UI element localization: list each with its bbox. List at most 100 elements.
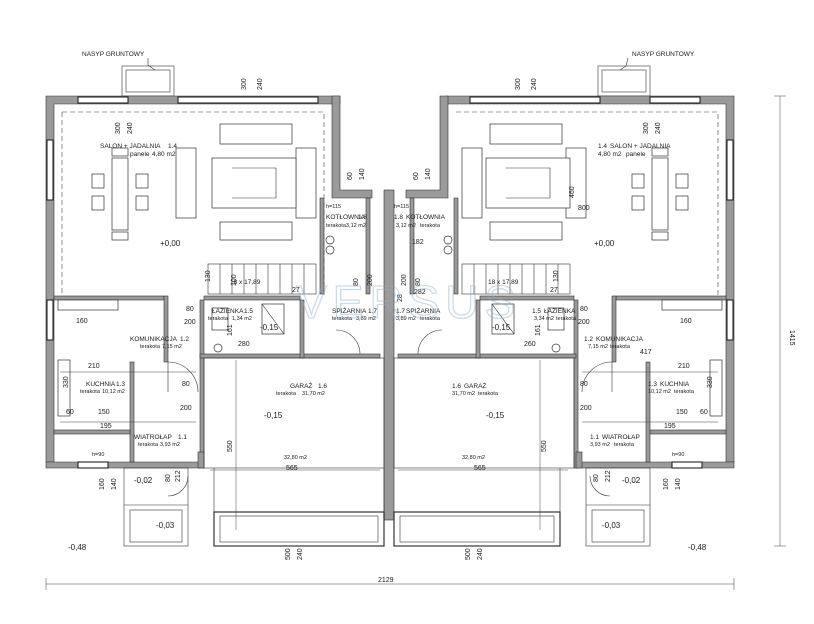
right-garaz-area: 31,70 m2 <box>452 391 475 397</box>
dim-160-bl: 160 <box>99 478 106 490</box>
right-kotlownia-name: KOTŁOWNIA <box>406 214 446 221</box>
right-salon-name: SALON + JADALNIA <box>610 143 671 150</box>
left-salon-num: 1.4 <box>168 143 177 150</box>
left-garaz-name: GARAŻ <box>290 381 312 390</box>
dim-80-lz: 80 <box>186 306 194 313</box>
right-spizarnia-name: SPIŻARNIA <box>406 306 441 315</box>
right-spizarnia-num: 1.7 <box>396 308 405 315</box>
dim-27-r: 27 <box>550 287 558 294</box>
dim-500-l: 500 <box>285 548 292 560</box>
dim-240-gl: 240 <box>297 548 304 560</box>
dim-240-left: 240 <box>257 78 264 90</box>
interior-walls-right <box>397 197 727 469</box>
dim-161-r: 161 <box>535 324 542 336</box>
dim-130-r: 130 <box>553 270 560 282</box>
left-lazienka-num: 1.5 <box>244 308 253 315</box>
dim-200-kr: 200 <box>580 405 592 412</box>
right-garaz-num: 1.6 <box>452 383 461 390</box>
left-lazienka-name: ŁAZIENKA <box>212 308 244 315</box>
dim-210-r: 210 <box>678 363 690 370</box>
left-salon-floor: panele <box>130 151 150 158</box>
dim-212-pl: 212 <box>175 470 182 482</box>
dim-300-left: 300 <box>241 78 248 90</box>
dim-300-right: 300 <box>515 78 522 90</box>
left-level-015-garage: -0,15 <box>264 411 283 420</box>
dim-60-r: 60 <box>413 172 420 180</box>
dim-240-gr: 240 <box>477 548 484 560</box>
dim-200-kl: 200 <box>180 405 192 412</box>
left-kuchnia-num: 1.3 <box>116 381 125 388</box>
dim-195-l: 195 <box>100 423 112 430</box>
left-spizarnia-floor: terakota <box>332 316 353 322</box>
dim-240-right: 240 <box>531 78 538 90</box>
right-lazienka-num: 1.5 <box>532 308 541 315</box>
interior-walls-left <box>53 197 381 469</box>
nasyp-left: NASYP GRUNTOWY <box>82 51 175 97</box>
right-wiatrolap-num: 1.1 <box>590 434 599 441</box>
left-kuchnia-area: 10,12 m2 <box>102 389 125 395</box>
nasyp-right: NASYP GRUNTOWY <box>597 51 695 97</box>
dim-28: 28 <box>397 294 404 302</box>
right-salon-area: 4,80 m2 <box>598 151 622 158</box>
left-kuchnia-name: KUCHNIA <box>86 381 116 388</box>
dim-800: 800 <box>578 205 590 212</box>
dim-161-l: 161 <box>227 324 234 336</box>
left-level-048: -0,48 <box>68 543 87 552</box>
dim-550-l: 550 <box>227 440 234 452</box>
right-garaz-area2: 32,80 m2 <box>462 455 485 461</box>
dim-80-r: 80 <box>415 278 422 286</box>
right-wiatrolap-name: WIATROŁAP <box>602 434 640 441</box>
dim-80-l: 80 <box>353 278 360 286</box>
dim-330-l: 330 <box>63 376 70 388</box>
dim-27-l: 27 <box>292 287 300 294</box>
porch-left <box>123 467 189 547</box>
labels-right: 1.4 SALON + JADALNIA 4,80 m2 panele +0,0… <box>394 143 707 552</box>
left-garaz-floor: terakota <box>276 391 297 397</box>
total-width: 2129 <box>378 577 394 584</box>
dim-160-br: 160 <box>663 478 670 490</box>
right-komunikacja-num: 1.2 <box>584 336 593 343</box>
dim-300-r2: 300 <box>643 122 650 134</box>
right-kotlownia-area: 3,12 m2 <box>396 223 416 229</box>
dim-500-r: 500 <box>465 548 472 560</box>
left-h90: h=90 <box>92 452 104 458</box>
left-level-015-hall: -0,15 <box>260 323 279 332</box>
left-spizarnia-name: SPIŻARNIA <box>332 306 367 315</box>
door-swings <box>167 329 613 497</box>
dim-280: 280 <box>238 341 250 348</box>
dim-140-r: 140 <box>425 168 432 180</box>
dim-330-r: 330 <box>707 376 714 388</box>
right-h115: h=115 <box>394 204 409 210</box>
dim-80-kr: 80 <box>580 381 588 388</box>
dim-140-br: 140 <box>675 478 682 490</box>
outer-walls <box>45 95 735 521</box>
right-stairs: 18 x 17,89 <box>488 279 519 286</box>
dim-565-l: 565 <box>286 465 298 472</box>
dim-240-l2: 240 <box>127 122 134 134</box>
right-komunikacja-name: KOMUNIKACJA <box>596 336 644 343</box>
dim-182: 182 <box>412 239 424 246</box>
dimension-lines <box>45 95 786 590</box>
right-level-003: -0,03 <box>602 521 621 530</box>
right-level-048: -0,48 <box>688 543 707 552</box>
dim-80-pr: 80 <box>593 474 600 482</box>
right-level-015-garage: -0,15 <box>486 411 505 420</box>
left-kotlownia-area: 3,12 m2 <box>346 223 366 229</box>
right-h90: h=90 <box>672 452 684 458</box>
left-komunikacja-area: 7,15 m2 <box>162 344 182 350</box>
dim-150-r: 150 <box>676 409 688 416</box>
furniture-left <box>57 123 335 417</box>
right-spizarnia-area: 3,89 m2 <box>396 316 416 322</box>
left-wiatrolap-area: 3,93 m2 <box>160 442 180 448</box>
left-spizarnia-num: 1.7 <box>368 308 377 315</box>
dim-212-pr: 212 <box>605 470 612 482</box>
left-garaz-num: 1.6 <box>318 383 327 390</box>
left-garaz-area: 31,70 m2 <box>302 391 325 397</box>
dim-195-r: 195 <box>664 423 676 430</box>
left-kotlownia-num: 1.8 <box>358 214 367 221</box>
dim-300-l2: 300 <box>115 122 122 134</box>
dim-210-l: 210 <box>88 363 100 370</box>
nasyp-right-label: NASYP GRUNTOWY <box>632 51 695 58</box>
dimension-text: 2129 1415 300 240 300 240 300 240 300 24… <box>63 78 795 584</box>
right-komunikacja-floor: terakota <box>610 344 631 350</box>
